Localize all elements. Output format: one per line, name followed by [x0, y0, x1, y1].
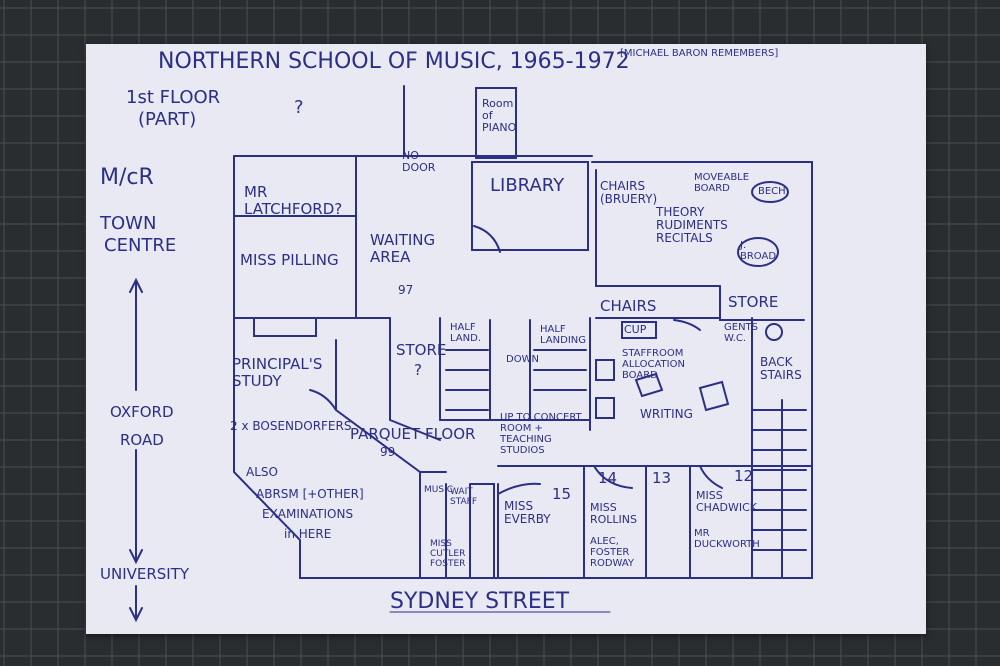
store-mid: STORE [396, 341, 447, 359]
room-12: MISS CHADWICK [696, 489, 757, 515]
wall [595, 397, 615, 419]
door-arc [593, 465, 633, 489]
unknown-mark: ? [294, 97, 304, 118]
wall [471, 161, 589, 251]
door-arc [699, 465, 723, 489]
room-15: MISS EVERBY [504, 499, 551, 527]
room-12-number: 12 [734, 467, 754, 485]
music-room: MUSIC [424, 485, 454, 495]
jbroad-bubble [737, 237, 779, 267]
wall [469, 483, 495, 579]
theory-label: THEORY RUDIMENTS RECITALS [656, 205, 728, 246]
half-landing-2: HALF LANDING [540, 324, 587, 346]
arrow-north [129, 277, 143, 391]
abrsm-note-1: ALSO [246, 465, 278, 479]
arrow-south-2 [129, 585, 143, 623]
source-note: [MICHAEL BARON REMEMBERS] [620, 48, 779, 59]
room-of-piano: Room of PIANO [482, 97, 517, 135]
room-latchford: MR LATCHFORD? [244, 183, 343, 218]
miss-cutler: MISS CUTLER FOSTER [430, 539, 466, 569]
centre-label: CENTRE [104, 235, 177, 256]
wall [595, 169, 721, 287]
road-label: ROAD [120, 431, 164, 449]
paper-sheet [86, 44, 926, 634]
bech-label: BECH [758, 186, 786, 197]
abrsm-note-2: ABRSM [+OTHER] [256, 487, 364, 501]
wall [389, 317, 441, 441]
room-13-number: 13 [652, 469, 672, 487]
no-door-label: NO DOOR [402, 149, 436, 175]
wall [473, 225, 501, 253]
wall [621, 321, 657, 339]
stair [445, 349, 489, 411]
room-14-number: 14 [598, 469, 618, 487]
wall [719, 285, 805, 321]
parquet-floor: PARQUET FLOOR [350, 425, 476, 443]
cup-label: CUP [624, 323, 647, 336]
wait-staff: WAIT STAFF [450, 487, 478, 507]
floor-label-part: (PART) [138, 109, 197, 130]
room-15-number: 15 [552, 485, 572, 503]
wc-bowl [765, 323, 783, 341]
staffroom-label: STAFFROOM ALLOCATION BOARD [622, 348, 685, 381]
university-label: UNIVERSITY [100, 565, 190, 583]
up-to-concert: UP TO CONCERT ROOM + TEACHING STUDIOS [500, 412, 582, 456]
wall [595, 359, 615, 381]
room-principal: PRINCIPAL'S STUDY [232, 355, 323, 390]
bosendorfers-note: 2 x BOSENDORFERS [230, 419, 352, 433]
room-pilling: MISS PILLING [240, 251, 339, 269]
writing-label: WRITING [640, 407, 693, 421]
wall [419, 161, 813, 579]
room-14-b: ALEC, FOSTER RODWAY [590, 536, 635, 569]
stair [533, 349, 587, 391]
wall [673, 319, 701, 331]
wall [233, 155, 421, 579]
down-label: DOWN [506, 354, 539, 365]
store-mid-q: ? [414, 361, 422, 379]
manchester-label: M/cR [100, 165, 154, 190]
chairs-label-2: CHAIRS [600, 297, 657, 315]
wall [634, 372, 664, 398]
moveable-board: MOVEABLE BOARD [694, 172, 750, 194]
town-label: TOWN [100, 213, 157, 234]
oxford-label: OXFORD [110, 403, 174, 421]
parquet-number: 99 [380, 445, 396, 459]
street-name: SYDNEY STREET [390, 589, 570, 614]
half-landing-1: HALF LAND. [450, 322, 482, 344]
door-arc [497, 482, 541, 495]
room-14: MISS ROLLINS [590, 501, 638, 527]
wall [475, 87, 517, 159]
floor-label: 1st FLOOR [126, 87, 221, 108]
waiting-area: WAITING AREA [370, 231, 436, 266]
arrow-south [129, 449, 143, 565]
bech-bubble [751, 181, 789, 203]
jbroad-label: J. BROAD [740, 240, 777, 262]
waiting-number: 97 [398, 283, 414, 297]
wall [698, 380, 730, 412]
back-stairs: BACK STAIRS [760, 355, 802, 383]
wall [335, 339, 421, 579]
abrsm-note-3: EXAMINATIONS [262, 507, 354, 521]
room-12-b: MR DUCKWORTH [694, 528, 760, 550]
store-right: STORE [728, 293, 779, 311]
gents-wc: GENTS W.C. [724, 322, 759, 344]
stair [751, 409, 807, 551]
wall [309, 389, 337, 411]
wall [253, 317, 317, 337]
page-title: NORTHERN SCHOOL OF MUSIC, 1965-1972 [158, 49, 630, 74]
abrsm-note-4: in HERE [284, 527, 332, 541]
room-library: LIBRARY [490, 175, 565, 196]
chairs-label-1: CHAIRS (BRUERY) [600, 179, 658, 207]
